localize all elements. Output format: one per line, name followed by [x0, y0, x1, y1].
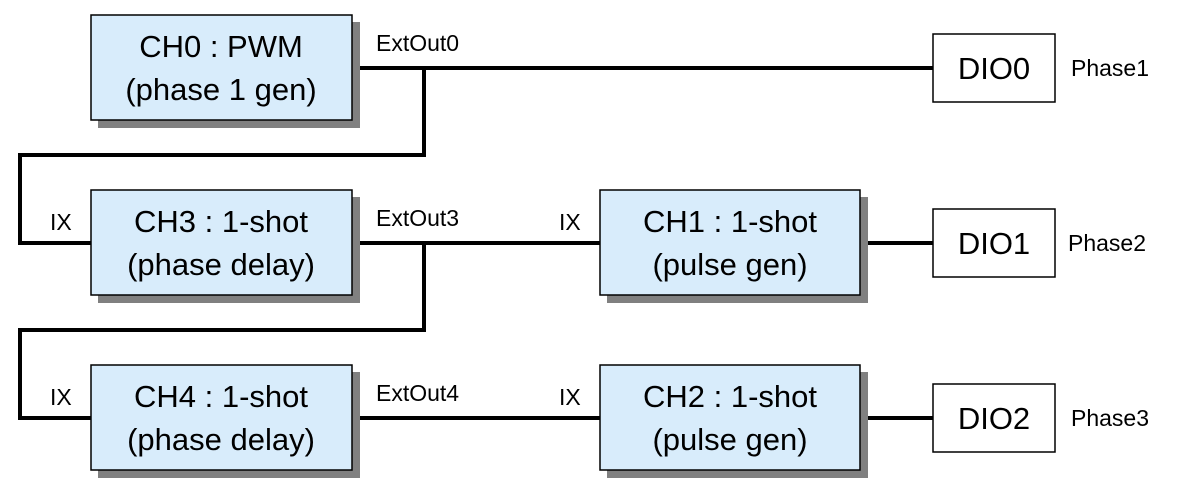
ix-label-ch2: IX [559, 384, 581, 410]
channel-subtitle: (phase delay) [127, 247, 315, 282]
box-body [90, 189, 353, 296]
wire-extout0-ch3-ix [18, 68, 426, 245]
box-body [599, 189, 861, 296]
channel-title: CH2 : 1-shot [643, 379, 817, 414]
phase3-label: Phase3 [1071, 405, 1149, 431]
channel-title: CH4 : 1-shot [134, 379, 308, 414]
channel-box-ch4: CH4 : 1-shot (phase delay) [90, 364, 360, 478]
extout0-label: ExtOut0 [376, 30, 459, 56]
phase2-label: Phase2 [1068, 230, 1146, 256]
dio-box-dio1: DIO1 [932, 208, 1056, 278]
dio-label: DIO2 [958, 401, 1030, 436]
ix-label-ch3: IX [50, 209, 72, 235]
wire-extout3-ch4-ix [18, 243, 426, 420]
dio-box-dio0: DIO0 [932, 33, 1056, 103]
channel-box-ch0: CH0 : PWM (phase 1 gen) [90, 14, 360, 128]
channel-subtitle: (pulse gen) [652, 247, 807, 282]
channel-subtitle: (phase 1 gen) [125, 72, 316, 107]
extout4-label: ExtOut4 [376, 380, 459, 406]
ix-label-ch1: IX [559, 209, 581, 235]
channel-box-ch3: CH3 : 1-shot (phase delay) [90, 189, 360, 303]
box-body [932, 33, 1056, 103]
channel-subtitle: (pulse gen) [652, 422, 807, 457]
channel-title: CH1 : 1-shot [643, 204, 817, 239]
wires [18, 66, 933, 420]
channel-box-ch1: CH1 : 1-shot (pulse gen) [599, 189, 868, 303]
channel-title: CH3 : 1-shot [134, 204, 308, 239]
channel-box-ch2: CH2 : 1-shot (pulse gen) [599, 364, 868, 478]
box-body [932, 383, 1056, 453]
box-body [90, 364, 353, 471]
channel-title: CH0 : PWM [139, 29, 303, 64]
ix-label-ch4: IX [50, 384, 72, 410]
channel-subtitle: (phase delay) [127, 422, 315, 457]
extout3-label: ExtOut3 [376, 205, 459, 231]
phase1-label: Phase1 [1071, 55, 1149, 81]
dio-box-dio2: DIO2 [932, 383, 1056, 453]
box-body [599, 364, 861, 471]
box-body [932, 208, 1056, 278]
dio-label: DIO0 [958, 51, 1030, 86]
box-body [90, 14, 353, 121]
dio-label: DIO1 [958, 226, 1030, 261]
